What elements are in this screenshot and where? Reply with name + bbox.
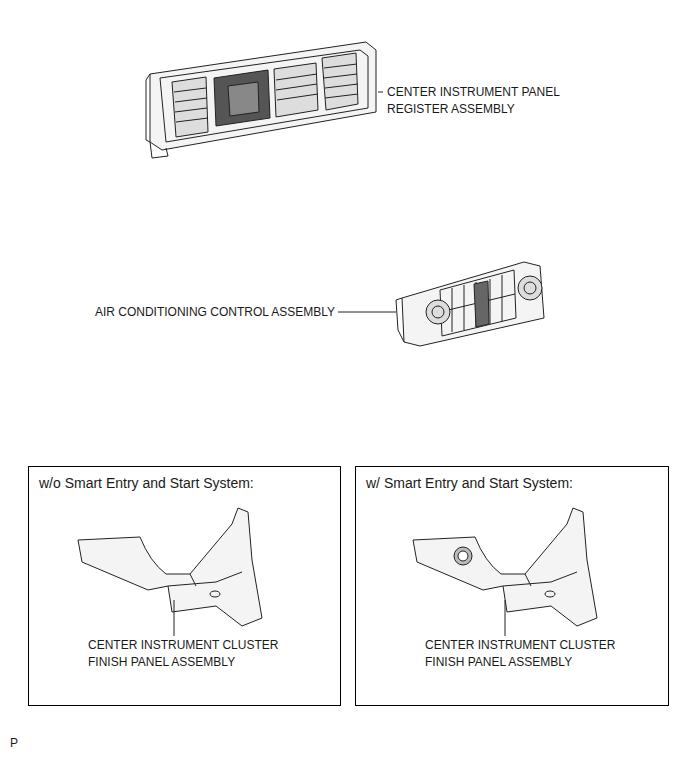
register-illustration xyxy=(146,42,383,158)
finish-panel-illustration xyxy=(413,508,597,636)
page-mark: P xyxy=(10,735,18,752)
part-name: CENTER INSTRUMENT PANEL REGISTER ASSEMBL… xyxy=(387,84,592,118)
part-name: CENTER INSTRUMENT CLUSTER FINISH PANEL A… xyxy=(425,637,635,671)
option-box: w/ Smart Entry and Start System: CENTER I… xyxy=(355,466,669,706)
ac-control-illustration xyxy=(338,262,544,346)
option-box: w/o Smart Entry and Start System: CENTER … xyxy=(28,466,341,706)
finish-panel-illustration xyxy=(78,508,262,636)
part-name: AIR CONDITIONING CONTROL ASSEMBLY xyxy=(95,304,335,321)
box-heading: w/ Smart Entry and Start System: xyxy=(366,475,573,492)
part-name: CENTER INSTRUMENT CLUSTER FINISH PANEL A… xyxy=(88,637,298,671)
box-heading: w/o Smart Entry and Start System: xyxy=(39,475,254,492)
